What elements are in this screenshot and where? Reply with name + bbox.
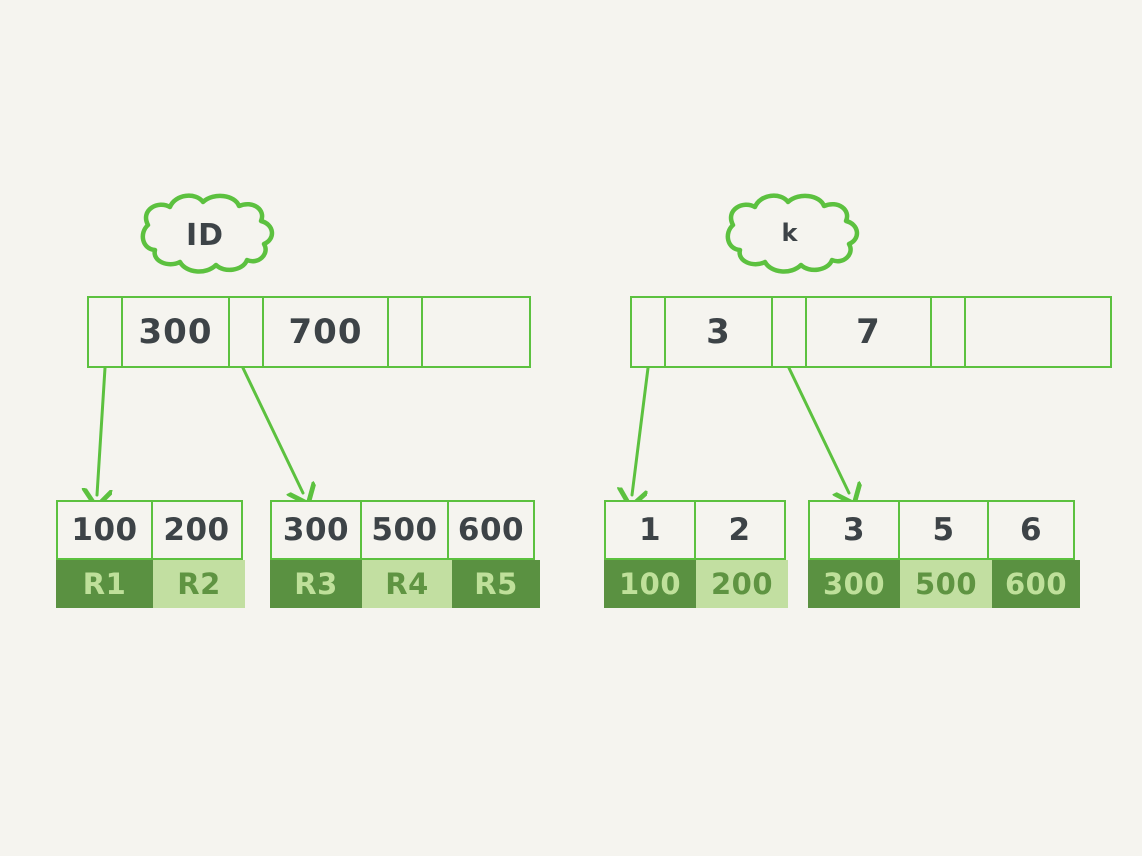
leaf-value-cell[interactable]: R4 bbox=[362, 560, 452, 608]
root-pointer-cell[interactable] bbox=[771, 296, 807, 368]
edge-right-tree-2 bbox=[787, 366, 849, 493]
edge-left-tree-1 bbox=[97, 366, 105, 495]
root-pointer-cell[interactable] bbox=[87, 296, 123, 368]
edge-right-tree-1 bbox=[632, 366, 650, 495]
leaf-key-cell[interactable]: 500 bbox=[359, 500, 450, 560]
root-pointer-cell[interactable] bbox=[630, 296, 666, 368]
root-key-cell[interactable]: 7 bbox=[804, 296, 933, 368]
leaf-value-cell[interactable]: 100 bbox=[604, 560, 696, 608]
root-pointer-cell[interactable] bbox=[228, 296, 264, 368]
leaf-value-cell[interactable]: R3 bbox=[270, 560, 362, 608]
leaf-value-row: 100 200 bbox=[604, 560, 788, 608]
cloud-outline-k bbox=[725, 193, 860, 274]
leaf-node-primary-left[interactable]: 100 200 R1 R2 bbox=[56, 500, 245, 608]
root-pointer-cell[interactable] bbox=[387, 296, 423, 368]
root-node-secondary-index[interactable]: 3 7 bbox=[630, 296, 1112, 368]
root-key-cell[interactable]: 3 bbox=[663, 296, 774, 368]
leaf-key-row: 1 2 bbox=[604, 500, 788, 560]
leaf-value-row: R1 R2 bbox=[56, 560, 245, 608]
leaf-value-cell[interactable]: R5 bbox=[452, 560, 540, 608]
leaf-value-row: 300 500 600 bbox=[808, 560, 1080, 608]
leaf-key-cell[interactable]: 6 bbox=[987, 500, 1075, 560]
leaf-value-cell[interactable]: 600 bbox=[992, 560, 1080, 608]
cloud-outline-id bbox=[140, 193, 275, 274]
edge-left-tree-2 bbox=[241, 366, 303, 493]
root-pointer-cell[interactable] bbox=[930, 296, 966, 368]
leaf-key-cell[interactable]: 300 bbox=[270, 500, 362, 560]
leaf-key-row: 3 5 6 bbox=[808, 500, 1080, 560]
leaf-value-cell[interactable]: 200 bbox=[696, 560, 788, 608]
leaf-key-cell[interactable]: 1 bbox=[604, 500, 696, 560]
leaf-node-secondary-right[interactable]: 3 5 6 300 500 600 bbox=[808, 500, 1080, 608]
root-key-cell-empty[interactable] bbox=[963, 296, 1112, 368]
leaf-key-cell[interactable]: 200 bbox=[150, 500, 243, 560]
leaf-value-cell[interactable]: 500 bbox=[900, 560, 992, 608]
root-node-primary-index[interactable]: 300 700 bbox=[87, 296, 531, 368]
leaf-key-cell[interactable]: 100 bbox=[56, 500, 153, 560]
leaf-node-primary-right[interactable]: 300 500 600 R3 R4 R5 bbox=[270, 500, 540, 608]
leaf-node-secondary-left[interactable]: 1 2 100 200 bbox=[604, 500, 788, 608]
leaf-key-row: 300 500 600 bbox=[270, 500, 540, 560]
leaf-value-cell[interactable]: R1 bbox=[56, 560, 153, 608]
root-key-cell-empty[interactable] bbox=[420, 296, 531, 368]
root-key-cell[interactable]: 700 bbox=[261, 296, 390, 368]
leaf-value-cell[interactable]: 300 bbox=[808, 560, 900, 608]
root-key-cell[interactable]: 300 bbox=[120, 296, 231, 368]
leaf-value-row: R3 R4 R5 bbox=[270, 560, 540, 608]
leaf-key-row: 100 200 bbox=[56, 500, 245, 560]
leaf-key-cell[interactable]: 600 bbox=[447, 500, 535, 560]
leaf-key-cell[interactable]: 5 bbox=[897, 500, 990, 560]
leaf-key-cell[interactable]: 2 bbox=[693, 500, 786, 560]
leaf-value-cell[interactable]: R2 bbox=[153, 560, 245, 608]
leaf-key-cell[interactable]: 3 bbox=[808, 500, 900, 560]
